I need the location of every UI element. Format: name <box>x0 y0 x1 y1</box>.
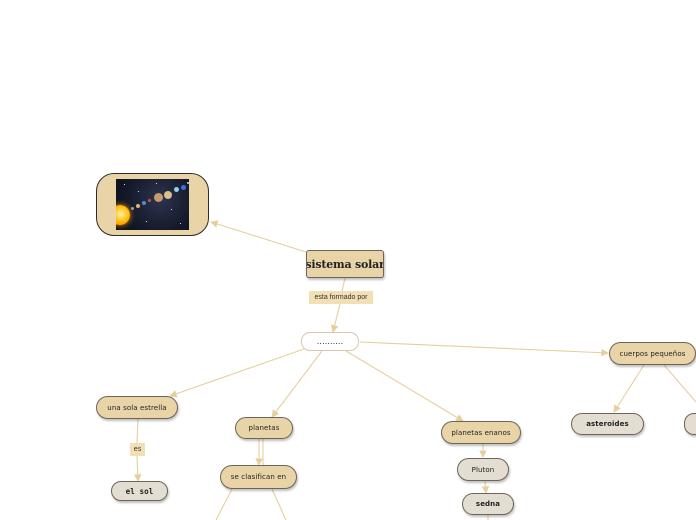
link-hub-to-estrella <box>169 348 305 398</box>
node-cuerpos-pequenos[interactable]: cuerpos pequeños <box>609 342 696 365</box>
link-pluton-to-sedna <box>481 480 490 494</box>
link-cuerpos-to-right <box>663 364 696 403</box>
node-el-sol-label: el sol <box>125 486 154 496</box>
node-cut-off-right[interactable] <box>684 413 696 435</box>
solar-system-image <box>116 179 189 230</box>
link-label-esta-formado-por-text: esta formado por <box>314 294 368 301</box>
node-planetas-enanos-label: planetas enanos <box>451 428 511 437</box>
link-es-to-sol <box>133 455 142 482</box>
node-se-clasifican-en-label: se clasifican en <box>230 473 287 481</box>
node-sedna-label: sedna <box>475 500 501 508</box>
node-una-sola-estrella[interactable]: una sola estrella <box>96 396 178 419</box>
node-pluton[interactable]: Pluton <box>457 458 509 481</box>
node-hub[interactable]: .......... <box>301 332 359 351</box>
link-label-esta-formado-por[interactable]: esta formado por <box>309 291 373 304</box>
node-el-sol[interactable]: el sol <box>111 481 168 501</box>
link-hub-to-enanos <box>345 350 464 422</box>
link-hub-to-planetas <box>271 350 323 418</box>
solar-system-image-node[interactable] <box>96 173 209 236</box>
node-se-clasifican-en[interactable]: se clasifican en <box>220 465 297 489</box>
link-clasifican-down-right <box>271 488 287 520</box>
node-asteroides[interactable]: asteroides <box>571 413 644 435</box>
node-sistema-solar-label: sistema solar <box>306 257 384 271</box>
node-una-sola-estrella-label: una sola estrella <box>107 403 167 412</box>
node-planetas-enanos[interactable]: planetas enanos <box>441 421 521 444</box>
node-cuerpos-pequenos-label: cuerpos pequeños <box>619 349 686 358</box>
node-planetas-label: planetas <box>248 424 280 432</box>
link-sistema-to-label <box>341 277 346 292</box>
node-hub-label: .......... <box>316 337 344 346</box>
link-label-es-text: es <box>133 446 142 453</box>
node-sistema-solar[interactable]: sistema solar <box>306 250 384 278</box>
node-planetas[interactable]: planetas <box>235 417 293 439</box>
link-label-to-hub <box>330 303 341 333</box>
link-clasifican-down-left <box>215 488 233 520</box>
node-pluton-label: Pluton <box>471 465 495 474</box>
link-hub-to-cuerpos <box>359 341 609 357</box>
link-cuerpos-to-asteroides <box>613 364 645 413</box>
node-sedna[interactable]: sedna <box>462 493 514 515</box>
link-estrella-to-es <box>136 418 139 444</box>
node-asteroides-label: asteroides <box>586 420 629 428</box>
link-sistema-to-image <box>210 220 307 253</box>
link-label-es[interactable]: es <box>130 443 145 456</box>
